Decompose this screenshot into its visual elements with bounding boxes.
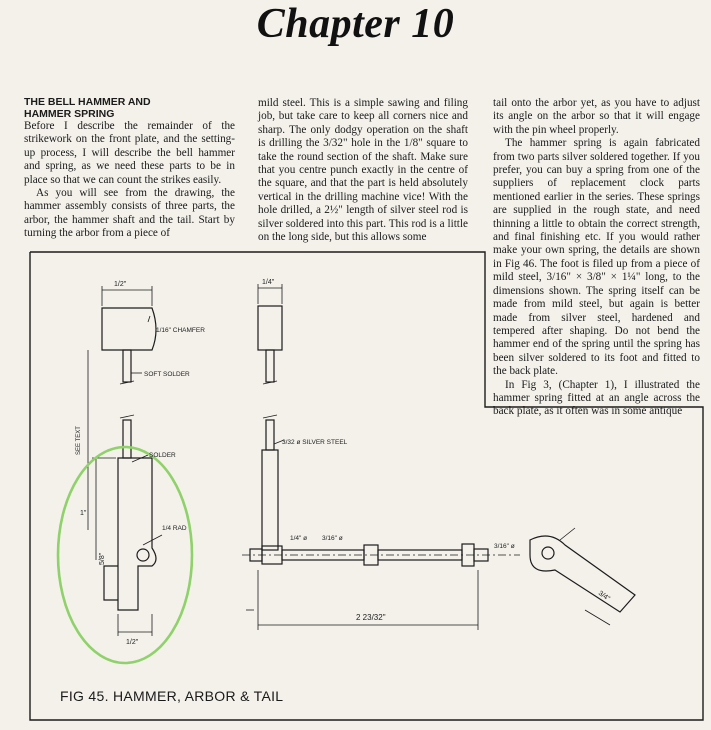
article-column-2: mild steel. This is a simple sawing and … <box>258 97 468 244</box>
article-column-1: THE BELL HAMMER AND HAMMER SPRING Before… <box>24 96 235 241</box>
paragraph: The hammer spring is again fabricated fr… <box>493 137 700 378</box>
paragraph: mild steel. This is a simple sawing and … <box>258 97 468 244</box>
paragraph: Before I describe the remainder of the s… <box>24 120 235 186</box>
heading-line-1: THE BELL HAMMER AND <box>24 96 151 108</box>
dim-arbor-3-label: 3/16" ø <box>494 543 515 550</box>
silver-steel-label: 3/32 ø SILVER STEEL <box>282 439 348 446</box>
highlight-oval <box>56 445 194 665</box>
see-text-label: SEE TEXT <box>76 426 82 455</box>
arbor-drawing <box>242 543 520 630</box>
dim-hammer-label: 5/8" <box>99 552 106 565</box>
paragraph: tail onto the arbor yet, as you have to … <box>493 97 700 136</box>
chapter-title: Chapter 10 <box>256 1 455 47</box>
dim-bottom-label: 1/2" <box>126 639 139 646</box>
dim-arbor-1-label: 1/4" ø <box>290 535 307 542</box>
chamfer-label: 1/16" CHAMFER <box>156 327 205 334</box>
length-label: 2 23/32" <box>356 613 386 622</box>
figure-caption: FIG 45. HAMMER, ARBOR & TAIL <box>60 688 284 704</box>
hammer-front-view <box>257 284 285 551</box>
dim-arbor-2-label: 3/16" ø <box>322 535 343 542</box>
figure-border <box>29 251 704 721</box>
hammer-side-view <box>87 286 163 636</box>
rad-label: 1/4 RAD <box>162 525 187 532</box>
article-column-3: tail onto the arbor yet, as you have to … <box>493 97 700 419</box>
paragraph: As you will see from the drawing, the ha… <box>24 187 235 240</box>
tail-drawing <box>529 527 636 626</box>
heading-line-2: HAMMER SPRING <box>24 107 115 120</box>
solder-label: SOLDER <box>149 452 176 459</box>
article-heading: THE BELL HAMMER AND HAMMER SPRING <box>24 96 235 120</box>
paragraph: In Fig 3, (Chapter 1), I illustrated the… <box>493 378 700 418</box>
soft-solder-label: SOFT SOLDER <box>144 371 190 378</box>
dim-one-label: 1" <box>80 510 87 517</box>
dim-top-mid-label: 1/4" <box>262 279 275 286</box>
dim-top-left-label: 1/2" <box>114 281 127 288</box>
dim-tail-label: 3/4" <box>597 590 611 603</box>
